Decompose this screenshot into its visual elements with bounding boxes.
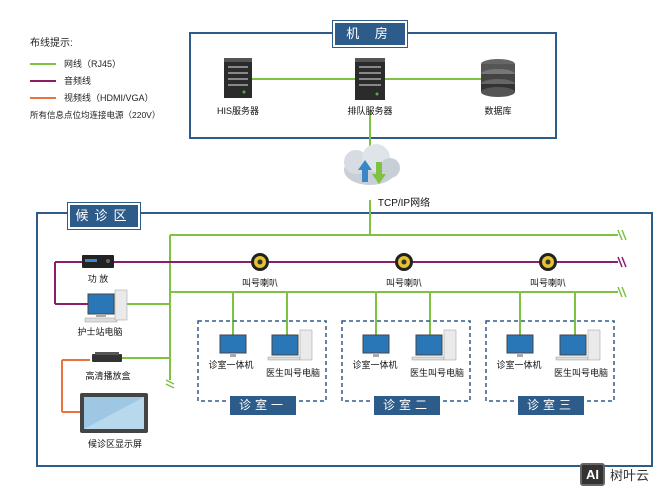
amplifier-icon [82,255,114,268]
amplifier-label: 功 放 [87,274,109,284]
his-server-label: HIS服务器 [216,106,259,116]
legend-item-network: 网线（RJ45） [30,55,160,72]
video-line-swatch [30,96,56,99]
room-2-title: 诊室二 [372,394,442,417]
media-player-label: 高清播放盒 [85,371,131,381]
line-break-markers [617,229,627,298]
legend-item-audio: 音频线 [30,72,160,89]
legend-note: 所有信息点位均连接电源（220V） [30,110,161,120]
speaker-label: 叫号喇叭 [385,278,422,288]
room-1-frame [197,320,327,402]
room-terminal-icon [362,334,390,357]
room-terminal-label: 诊室一体机 [496,360,542,370]
doctor-pc-icon [555,329,601,361]
doctor-pc-label: 医生叫号电脑 [265,368,320,378]
speaker-icon [539,253,557,271]
cloud-icon [344,144,400,185]
his-server-icon [224,58,252,98]
display-screen-icon [80,393,148,433]
doctor-pc-label: 医生叫号电脑 [409,368,464,378]
queue-server-label: 排队服务器 [347,106,393,116]
waiting-area-frame [36,212,653,467]
database-icon [481,59,515,97]
queue-server-icon [355,58,385,100]
network-line-swatch [30,62,56,65]
wiring-legend: 布线提示: 网线（RJ45） 音频线 视频线（HDMI/VGA） 所有信息点位均… [30,34,160,121]
room-terminal-label: 诊室一体机 [352,360,398,370]
database-label: 数据库 [484,106,512,116]
speaker-label: 叫号喇叭 [241,278,278,288]
media-player-icon [92,352,122,362]
speaker-label: 叫号喇叭 [529,278,566,288]
room-terminal-label: 诊室一体机 [208,360,254,370]
nurse-pc-icon [84,289,128,323]
network-label: TCP/IP网络 [377,198,431,209]
watermark: AI 树叶云 [579,463,649,486]
doctor-pc-icon [411,329,457,361]
speaker-icon [395,253,413,271]
room-2-frame [341,320,471,402]
room-3-title: 诊室三 [516,394,586,417]
room-3-frame [485,320,615,402]
legend-title: 布线提示: [30,38,73,49]
room-1-title: 诊室一 [228,394,298,417]
doctor-pc-label: 医生叫号电脑 [553,368,608,378]
speaker-icon [251,253,269,271]
room-terminal-icon [219,334,247,357]
watermark-text: 树叶云 [609,468,649,483]
nurse-pc-label: 护士站电脑 [77,327,123,337]
watermark-logo: AI [579,463,605,486]
server-room-title: 机 房 [332,20,408,48]
waiting-area-title: 候诊区 [67,202,141,230]
doctor-pc-icon [267,329,313,361]
room-terminal-icon [506,334,534,357]
legend-item-video: 视频线（HDMI/VGA） [30,89,160,106]
display-screen-label: 候诊区显示屏 [87,439,142,449]
audio-line-swatch [30,79,56,82]
